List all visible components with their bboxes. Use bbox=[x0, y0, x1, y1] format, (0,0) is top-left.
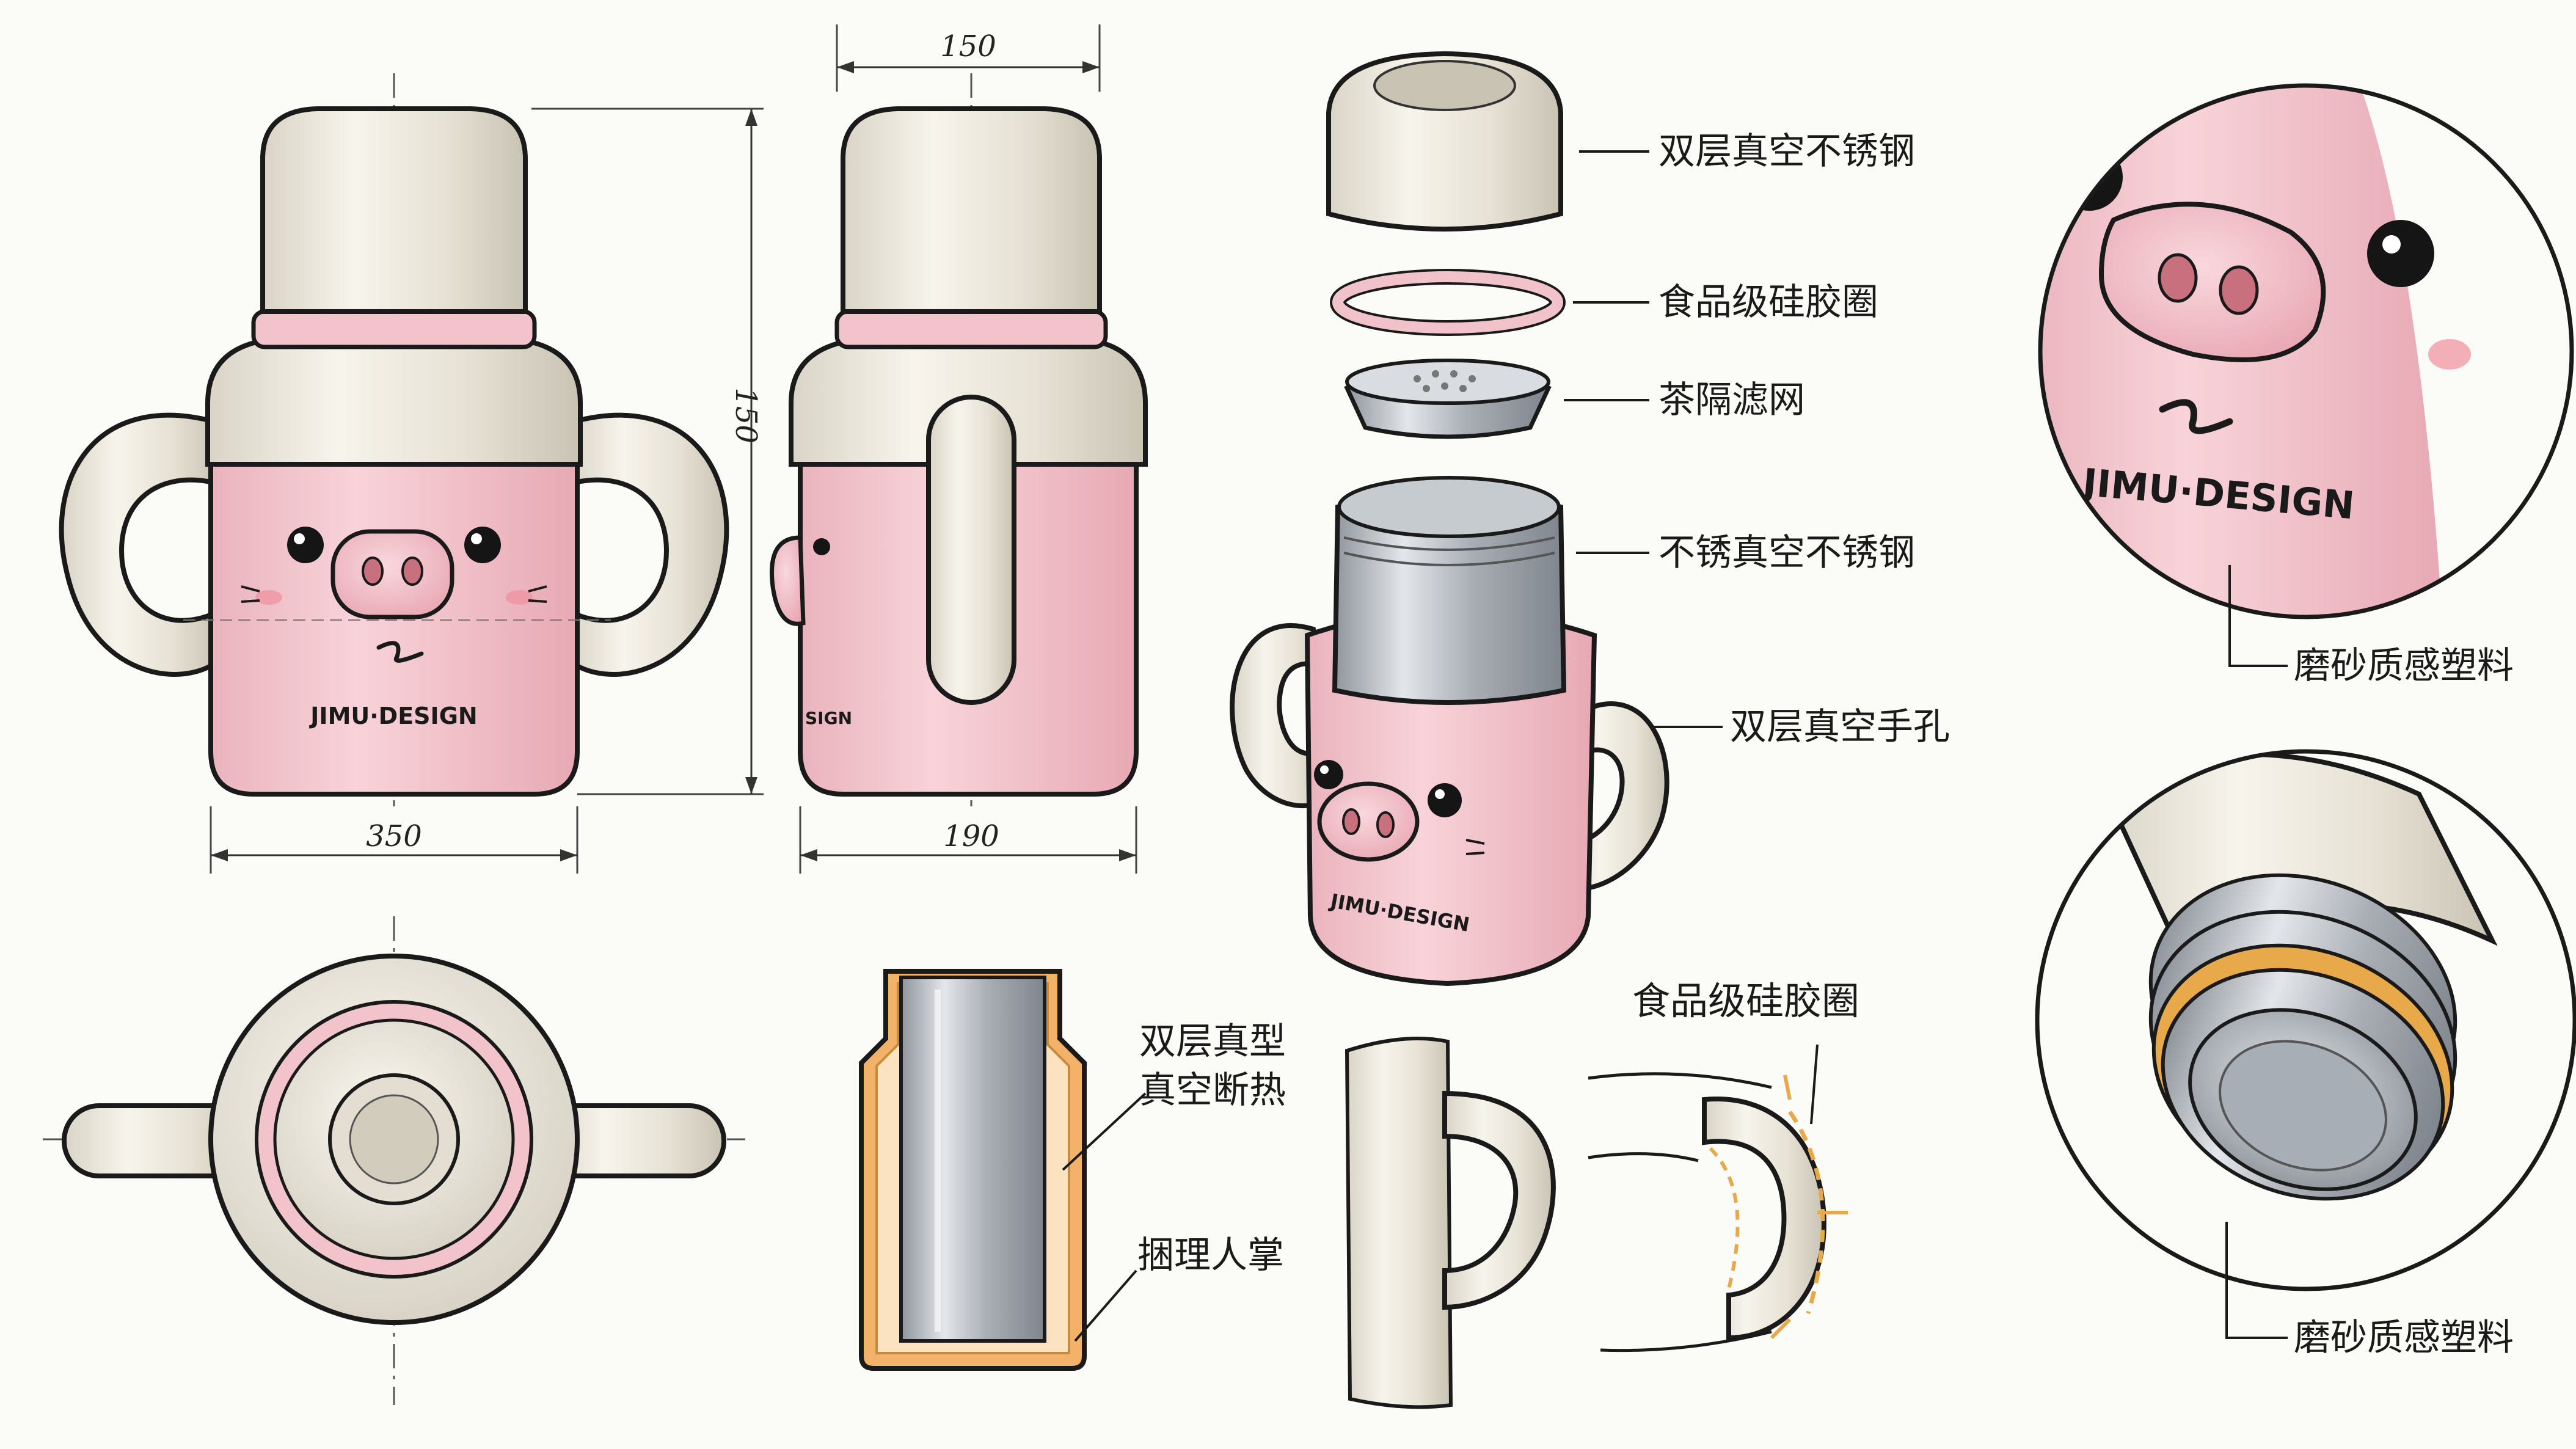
thread-rings bbox=[2148, 873, 2457, 1201]
side-logo: SIGN bbox=[805, 708, 852, 728]
handle-detail-left bbox=[1345, 1037, 1556, 1409]
side-cap bbox=[841, 106, 1102, 314]
detail-thread: 磨砂质感塑料 bbox=[2035, 749, 2576, 1359]
detail-handle-1 bbox=[1442, 1090, 1556, 1310]
label-wall-line1: 双层真型 bbox=[1139, 1020, 1286, 1063]
section-inner-liner bbox=[899, 976, 1046, 1343]
side-view: SIGN 150 190 bbox=[769, 24, 1148, 874]
handle-detail-right: 食品级硅胶圈 bbox=[1588, 979, 1859, 1352]
label-ring: 食品级硅胶圈 bbox=[1658, 281, 1878, 324]
label-thread-material: 磨砂质感塑料 bbox=[2294, 1316, 2514, 1359]
label-wall-line2: 真空断热 bbox=[1139, 1069, 1286, 1112]
label-inner: 不锈真空不锈钢 bbox=[1658, 531, 1915, 574]
exploded-snout bbox=[1317, 781, 1420, 862]
label-handle-hole: 双层真空手孔 bbox=[1730, 706, 1950, 748]
cross-section: 双层真型 真空断热 捆理人掌 bbox=[859, 969, 1286, 1371]
label-silicone-handle: 食品级硅胶圈 bbox=[1632, 979, 1859, 1023]
label-cap: 双层真空不锈钢 bbox=[1658, 130, 1915, 173]
front-snout bbox=[330, 529, 454, 619]
front-view: JIMU·DESIGN 350 150 bbox=[59, 73, 764, 874]
top-view bbox=[43, 916, 745, 1405]
label-filter: 茶隔滤网 bbox=[1658, 379, 1805, 422]
front-shoulder bbox=[205, 340, 583, 467]
side-handle bbox=[926, 395, 1016, 705]
side-collar bbox=[834, 309, 1108, 349]
exploded-view: JIMU·DESIGN 双层真空不锈钢 食品级硅胶圈 茶隔滤网 不锈真空不锈钢 … bbox=[1230, 51, 1950, 987]
front-left-handle bbox=[59, 412, 222, 677]
detail-snout bbox=[2098, 202, 2326, 362]
side-snout bbox=[769, 535, 806, 626]
front-right-handle bbox=[566, 412, 729, 677]
front-logo: JIMU·DESIGN bbox=[308, 703, 477, 729]
front-cap bbox=[260, 106, 528, 314]
exploded-pig-face bbox=[1314, 760, 1485, 862]
label-palm: 捆理人掌 bbox=[1137, 1234, 1284, 1277]
dim-front-width: 350 bbox=[366, 819, 422, 853]
detail-handle-2 bbox=[1702, 1097, 1826, 1341]
detail-face: JIMU·DESIGN 磨砂质感塑料 bbox=[2038, 83, 2574, 687]
dim-side-top: 150 bbox=[940, 29, 996, 64]
front-collar bbox=[251, 309, 537, 349]
dim-side-bottom: 190 bbox=[943, 819, 999, 853]
label-face-material: 磨砂质感塑料 bbox=[2294, 644, 2514, 687]
front-pig-face bbox=[241, 527, 547, 663]
dim-height: 150 bbox=[729, 387, 763, 443]
